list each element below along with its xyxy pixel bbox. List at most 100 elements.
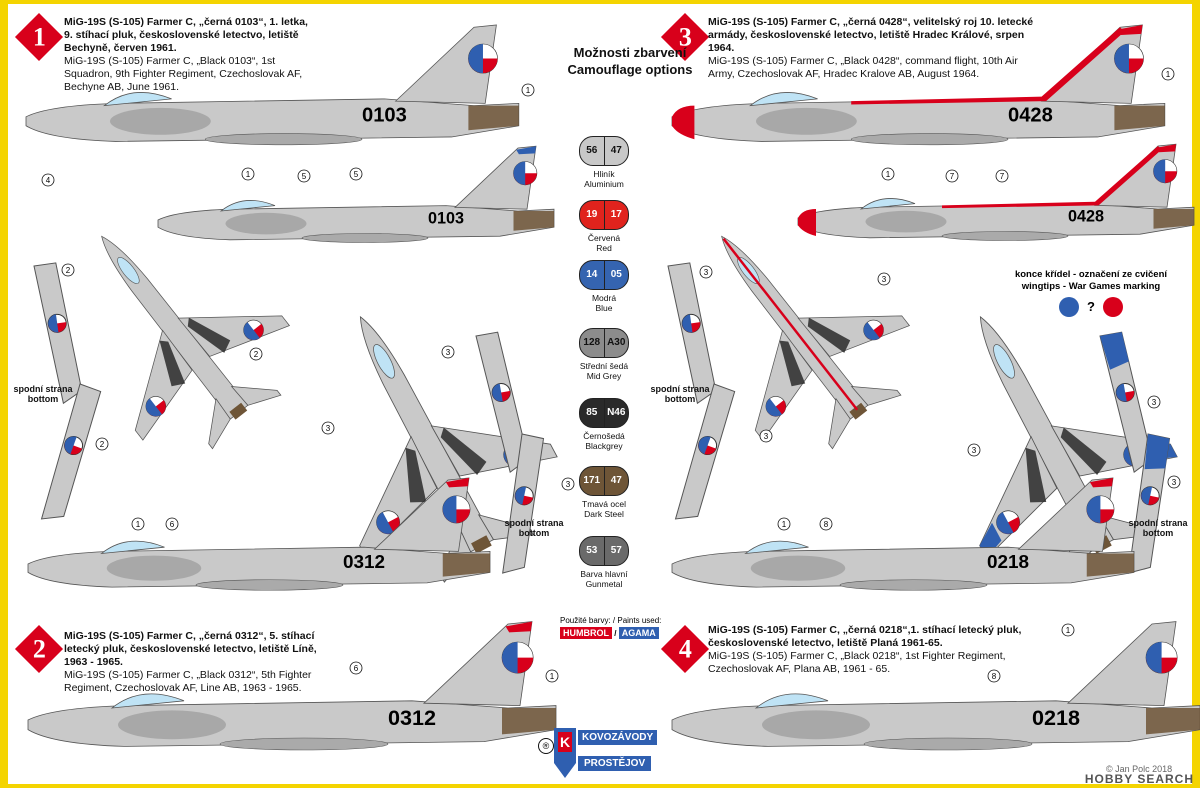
callout-number: 5 [354,170,359,179]
callout-number: 1 [136,520,141,529]
callout-number: 2 [254,350,259,359]
roundel-blue [376,512,394,534]
wing-panel [40,383,102,520]
roundel-blue [863,322,880,340]
callout-circle [777,517,791,531]
canopy [754,693,829,709]
wing-bottom-view [475,331,529,473]
exhaust-top [229,402,248,420]
tail-fin [1067,621,1177,707]
callout-circle [131,517,145,531]
roundel-blue [682,314,693,333]
watermark: HOBBY SEARCH [1084,772,1194,786]
callout-circle [349,661,363,675]
wing-bottom-view [40,383,102,520]
fin-tip [1117,24,1143,36]
dark-panel [779,340,806,387]
wingtips-note: konce křídel - označení ze cvičení wingt… [986,269,1196,317]
spine-stripe-top [722,237,859,411]
callout-circle [699,265,713,279]
copyright: © Jan Polc 2018 [1106,764,1173,774]
callout-number: 1 [782,520,787,529]
dark-panel [187,317,231,353]
intake-shade [756,107,857,135]
exhaust [502,708,556,735]
aircraft-top-view [721,235,911,450]
roundel-blue [1141,486,1153,505]
roundel-blue [1145,642,1162,674]
canopy [859,198,916,210]
wingtip-color [1144,434,1170,470]
callout-circle [987,669,1001,683]
fin-tip [445,477,469,488]
dark-panel [159,340,186,387]
callout-circle [995,169,1009,183]
callout-number: 5 [302,172,307,181]
exhaust [1086,553,1134,577]
canopy [219,200,276,212]
drop-tank [301,233,429,243]
callout-circle [759,429,773,443]
spine-stripe [851,27,1125,105]
intake-shade [750,555,846,581]
roundel-blue [146,398,162,417]
callout-number: 6 [170,520,175,529]
callout-circle [561,477,575,491]
callout-number: 1 [246,170,251,179]
callout-number: 2 [100,440,105,449]
exhaust-top [471,535,492,554]
camouflage-title: Možnosti zbarvení Camouflage options [567,45,693,77]
scheme-1-caption: MiG-19S (S-105) Farmer C, „černá 0103“, … [64,16,308,93]
callout-number: 8 [992,672,997,681]
callout-number: 7 [950,172,955,181]
callout-number: 3 [764,432,769,441]
callout-number: 1 [1066,626,1071,635]
callout-circle [1061,623,1075,637]
intake-shade [762,710,870,740]
callout-circle [881,167,895,181]
callout-circle [877,272,891,286]
stab-right [850,386,902,406]
callout-number: 1 [1166,70,1171,79]
spine-stripe [942,146,1162,209]
roundel-blue [243,322,260,340]
callout-number: 7 [1000,172,1005,181]
fin-tip [1089,477,1113,488]
canopy-top [117,257,140,284]
serial-number: 0428 [1008,104,1053,126]
serial-number: 0312 [388,705,436,730]
dark-panel [807,317,851,353]
serial-number: 0103 [428,210,464,228]
canopy [744,540,809,555]
roundel-blue [1116,383,1127,402]
fin-tip [505,621,532,633]
roundel-blue [1153,159,1166,183]
serial-number: 0218 [987,552,1029,573]
aircraft-artwork: 0103010303120312042804280218021815514222… [25,24,1200,751]
scheme-2-caption: MiG-19S (S-105) Farmer C, „černá 0312“, … [64,630,317,694]
callout-circle [321,421,335,435]
kovozavody-logo: ® K KOVOZÁVODY PROSTĚJOV [538,726,678,782]
dark-panel [1025,447,1047,503]
callout-circle [945,169,959,183]
intake-shade [109,107,211,135]
callout-circle [41,173,55,187]
roundel-blue [698,436,711,454]
callout-circle [1167,475,1181,489]
fin-tip [516,146,536,155]
callout-number: 3 [972,446,977,455]
scheme-4-caption: MiG-19S (S-105) Farmer C, „černá 0218“,1… [708,624,1022,675]
roundel-blue [501,642,518,674]
intake-shade [106,555,202,581]
serial-number: 0103 [362,104,407,126]
wing-bottom-view [667,262,717,405]
callout-number: 3 [1152,398,1157,407]
roundel-blue [64,436,77,454]
scheme-3-caption: MiG-19S (S-105) Farmer C, „černá 0428“, … [708,16,1034,80]
exhaust [1114,105,1165,131]
decal-sheet: 1 2 3 4 MiG-19S (S-105) Farmer C, „černá… [8,4,1200,784]
